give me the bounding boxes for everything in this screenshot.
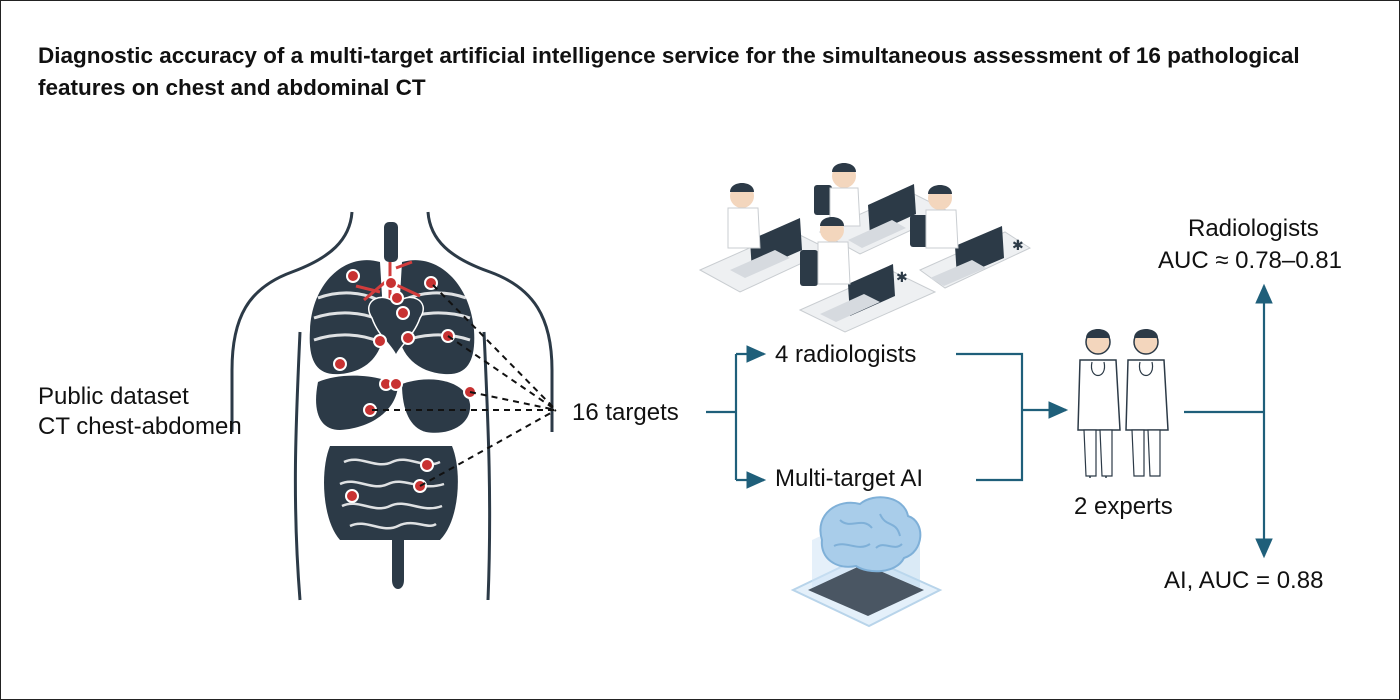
dataset-label-line2: CT chest-abdomen <box>38 413 242 440</box>
two-doctors-icon <box>1077 329 1169 478</box>
target-pointer-lines <box>372 284 557 487</box>
radiologists-auc-result: AUC ≈ 0.78–0.81 <box>1158 247 1342 274</box>
radiologists-at-workstations-icon: ✱ ✱ <box>698 163 1032 333</box>
ai-branch-label: Multi-target AI <box>775 465 924 492</box>
ai-brain-icon <box>790 496 943 628</box>
experts-label: 2 experts <box>1074 493 1173 520</box>
radiologists-branch-label: 4 radiologists <box>775 341 917 368</box>
target-markers <box>333 269 477 503</box>
dataset-label-line1: Public dataset <box>38 383 189 410</box>
svg-text:✱: ✱ <box>1012 238 1024 254</box>
flow-arrows <box>706 283 1273 559</box>
svg-text:✱: ✱ <box>896 270 908 286</box>
figure-title: Diagnostic accuracy of a multi-target ar… <box>38 43 1300 100</box>
ai-auc-result: AI, AUC = 0.88 <box>1164 567 1324 594</box>
human-torso-anatomy-icon <box>230 211 554 601</box>
targets-label: 16 targets <box>572 399 679 426</box>
radiologists-result-name: Radiologists <box>1188 215 1319 242</box>
